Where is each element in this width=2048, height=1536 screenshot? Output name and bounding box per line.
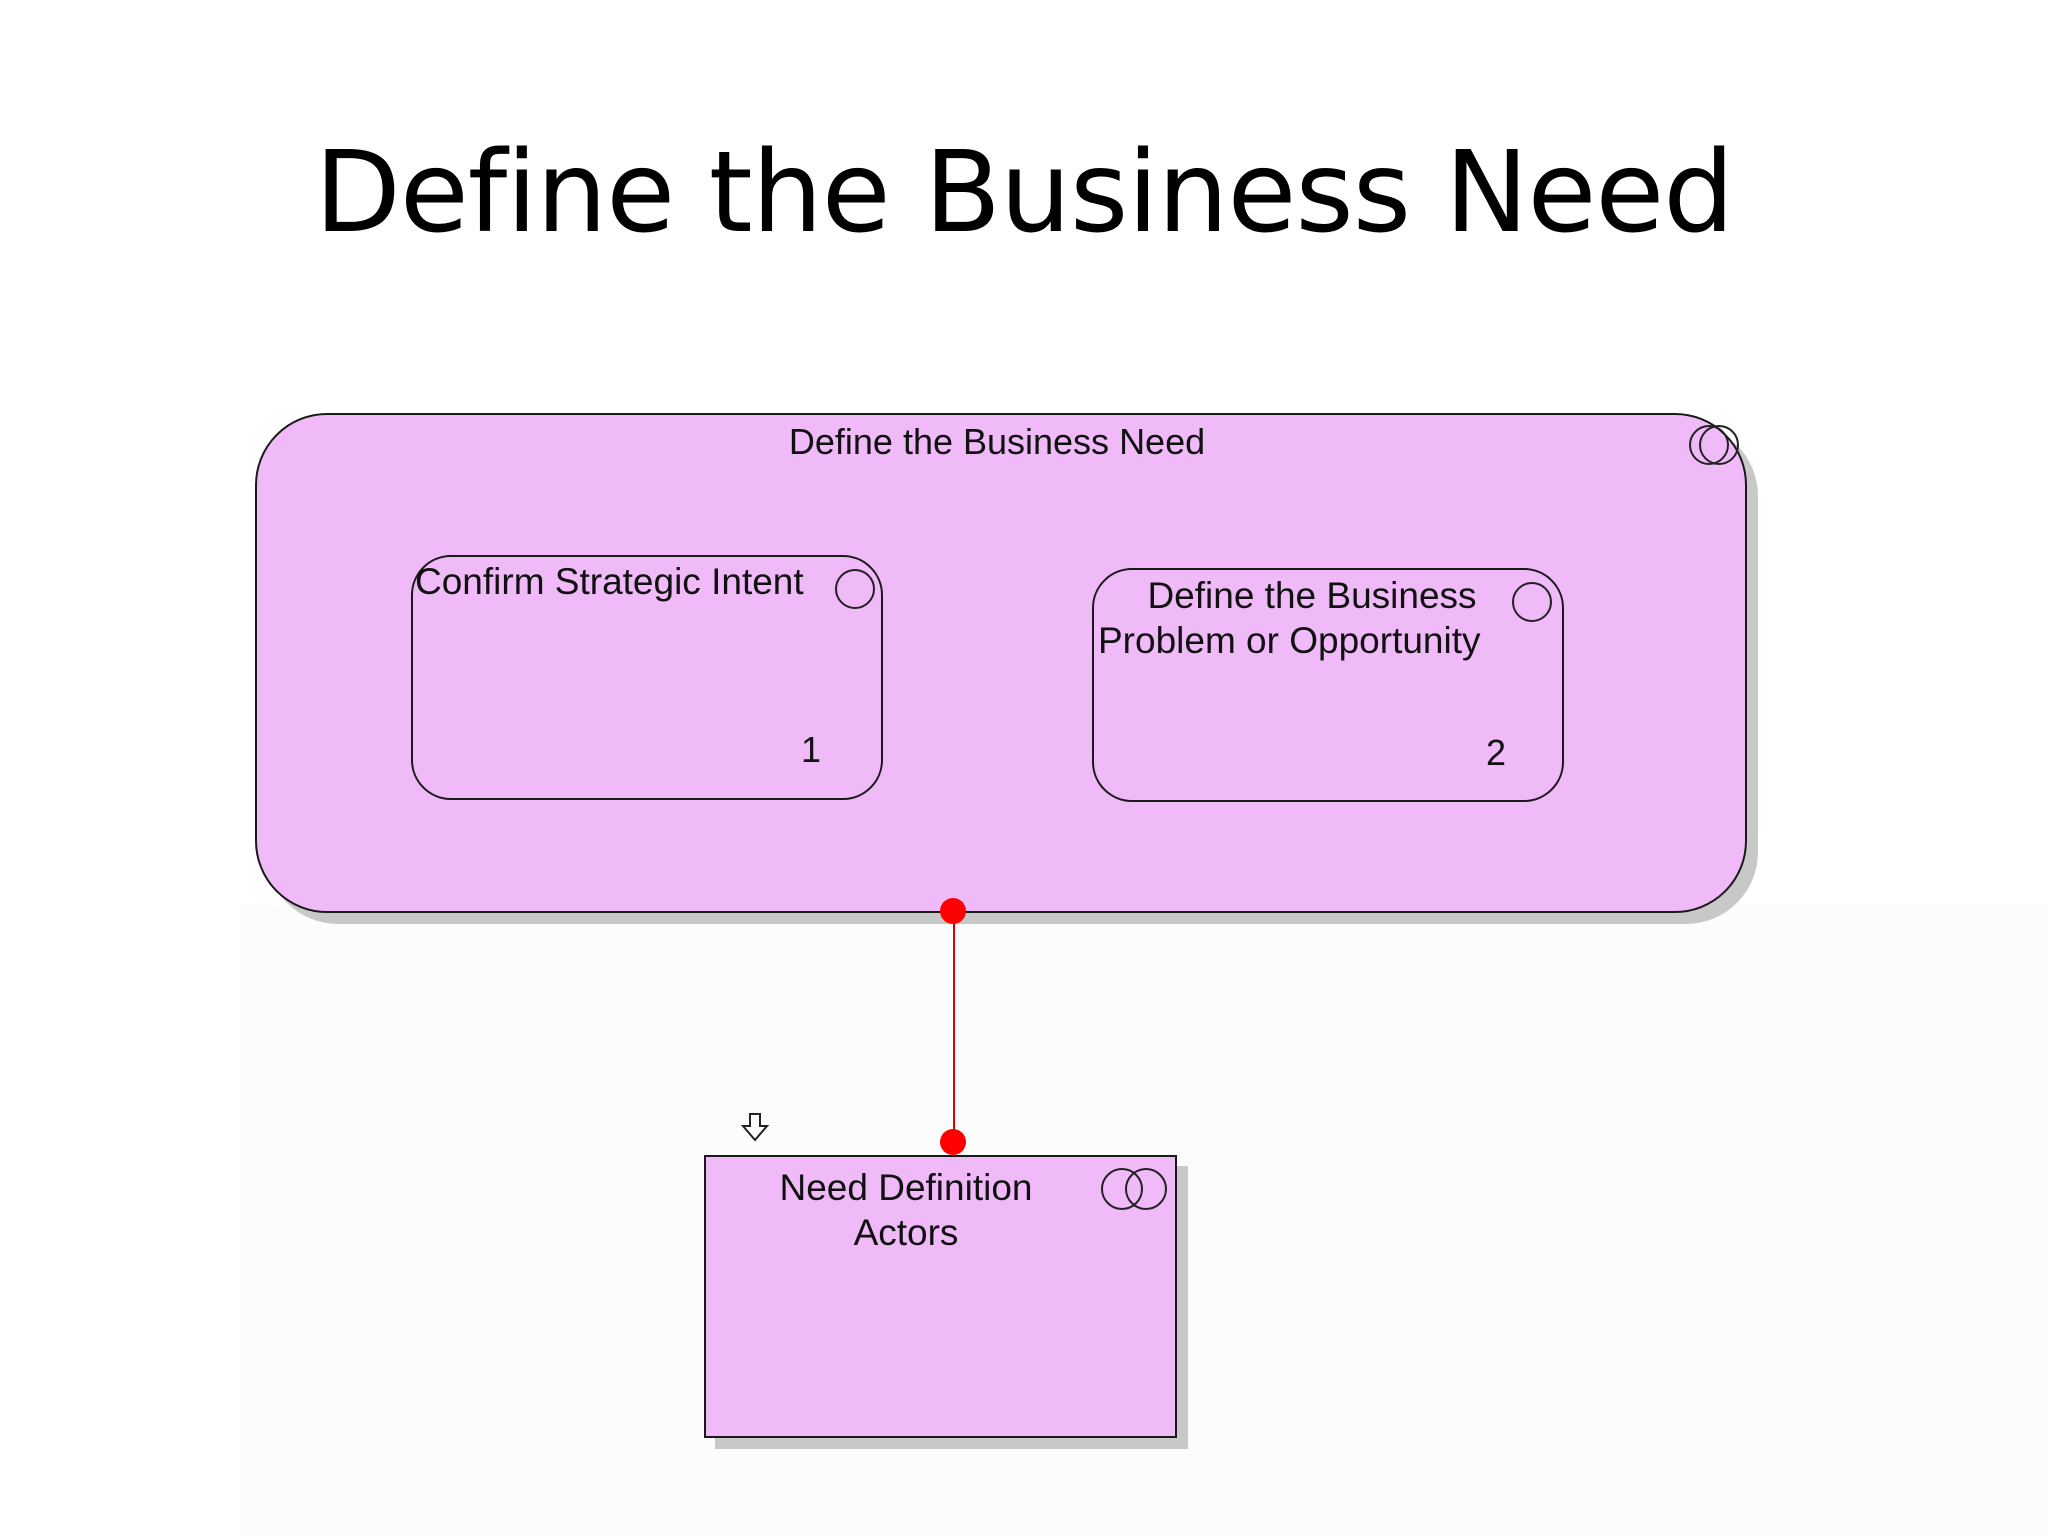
circle-icon <box>1512 582 1552 622</box>
down-arrow-icon <box>740 1113 770 1142</box>
step-define-business-problem[interactable]: Define the Business Problem or Opportuni… <box>1092 568 1564 802</box>
process-container[interactable]: Define the Business Need Confirm Strateg… <box>255 413 1747 913</box>
connector-start-dot <box>940 898 966 924</box>
actors-box[interactable]: Need Definition Actors <box>704 1155 1177 1438</box>
actors-label-line1: Need Definition <box>779 1167 1033 1208</box>
double-circle-icon <box>1101 1168 1167 1210</box>
step-1-label: Confirm Strategic Intent <box>415 561 804 602</box>
connector-end-dot <box>940 1129 966 1155</box>
step-2-label-line1: Define the Business <box>1147 575 1477 616</box>
step-confirm-strategic-intent[interactable]: Confirm Strategic Intent 1 <box>411 555 883 800</box>
double-circle-icon <box>1689 425 1739 465</box>
actors-label-line2: Actors <box>853 1212 959 1253</box>
step-2-number: 2 <box>1486 732 1507 773</box>
step-2-label-line2: Problem or Opportunity <box>1098 620 1481 661</box>
connector-line[interactable] <box>935 895 975 1155</box>
slide-title: Define the Business Need <box>314 128 1735 258</box>
step-1-number: 1 <box>801 729 822 770</box>
circle-icon <box>835 569 875 609</box>
process-title: Define the Business Need <box>788 421 1206 462</box>
